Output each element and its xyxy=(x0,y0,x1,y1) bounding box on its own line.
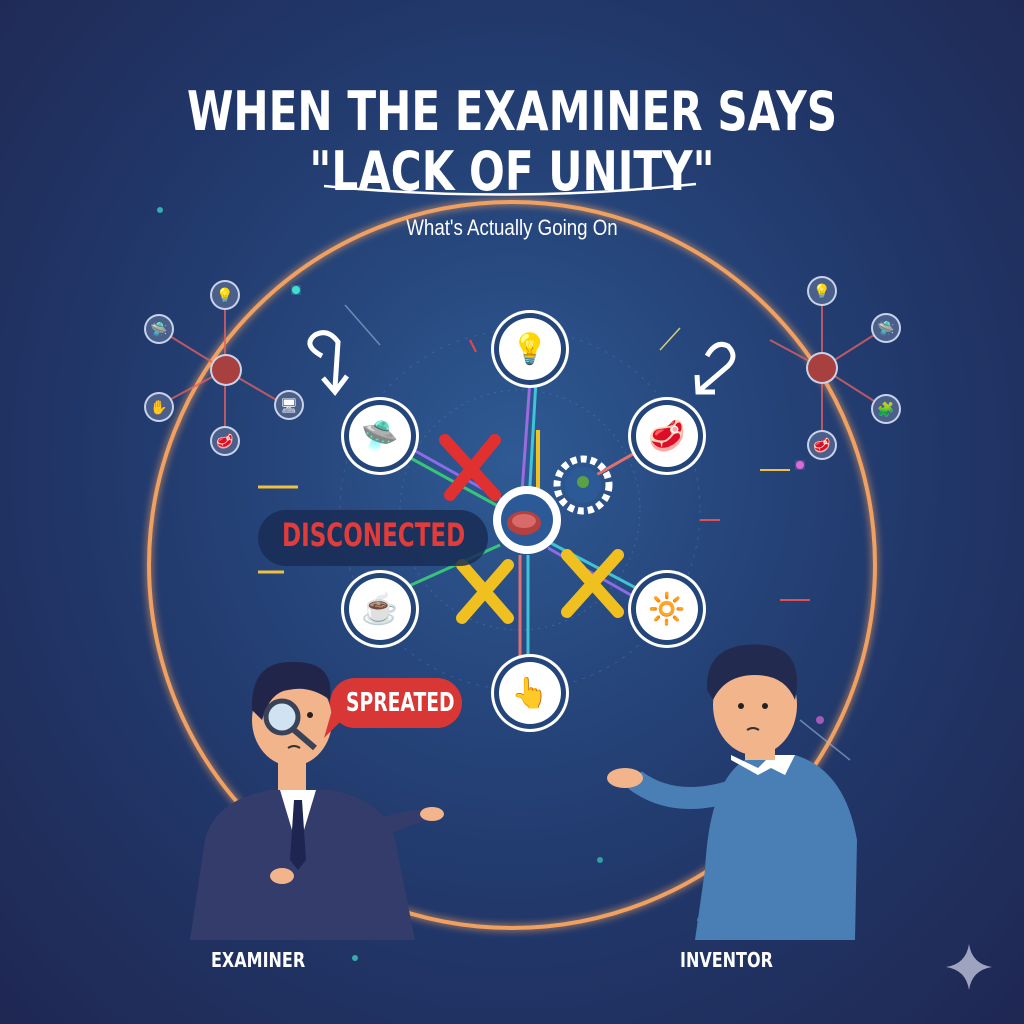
curly-arrow-left-icon xyxy=(307,330,341,389)
lightbulb-icon: 💡 xyxy=(499,318,561,380)
drone-icon: 🛸 xyxy=(349,405,411,467)
red-x-mark xyxy=(439,434,501,501)
secondary-gear-icon xyxy=(553,455,613,515)
yellow-x-mark-right xyxy=(561,549,624,618)
solar-panel-icon: 🔆 xyxy=(636,578,698,640)
title-line-1: WHEN THE EXAMINER SAYS xyxy=(186,80,838,143)
subtitle: What's Actually Going On xyxy=(406,215,618,240)
speech-bubble-tail xyxy=(324,710,352,738)
mini-puzzle-icon: 🧩 xyxy=(873,396,899,422)
sparkle-star-icon xyxy=(946,944,992,990)
disconnected-badge xyxy=(258,510,488,566)
examiner-label: EXAMINER xyxy=(211,948,306,972)
mini-monitor-icon: 🖥 xyxy=(276,392,302,418)
center-gear-icon xyxy=(493,486,561,554)
mini-lightbulb-icon: 💡 xyxy=(809,278,835,304)
mini-hand-icon: ✋ xyxy=(146,394,172,420)
mini-steak-icon: 🥩 xyxy=(809,432,835,458)
inventor-label: INVENTOR xyxy=(680,948,773,972)
mini-drone-icon: 🛸 xyxy=(873,315,899,341)
yellow-x-mark-left xyxy=(456,559,514,624)
steak-icon: 🥩 xyxy=(636,405,698,467)
speech-text: SPREATED xyxy=(346,688,455,718)
examiner-figure xyxy=(190,661,444,940)
title-underline xyxy=(323,182,697,196)
mini-steak-icon: 🥩 xyxy=(212,428,238,454)
coffee-cup-icon: ☕ xyxy=(349,578,411,640)
orange-ring xyxy=(147,200,877,930)
disconnected-label: DISCONECTED xyxy=(282,516,466,554)
touch-hand-icon: 👆 xyxy=(499,662,561,724)
speech-bubble xyxy=(330,678,462,728)
inventor-figure xyxy=(607,644,857,940)
mini-center-icon xyxy=(212,356,240,384)
mini-center-icon xyxy=(808,354,836,382)
mini-lightbulb-icon: 💡 xyxy=(212,282,238,308)
mini-drone-icon: 🛸 xyxy=(146,316,172,342)
curly-arrow-right-icon xyxy=(698,341,736,392)
